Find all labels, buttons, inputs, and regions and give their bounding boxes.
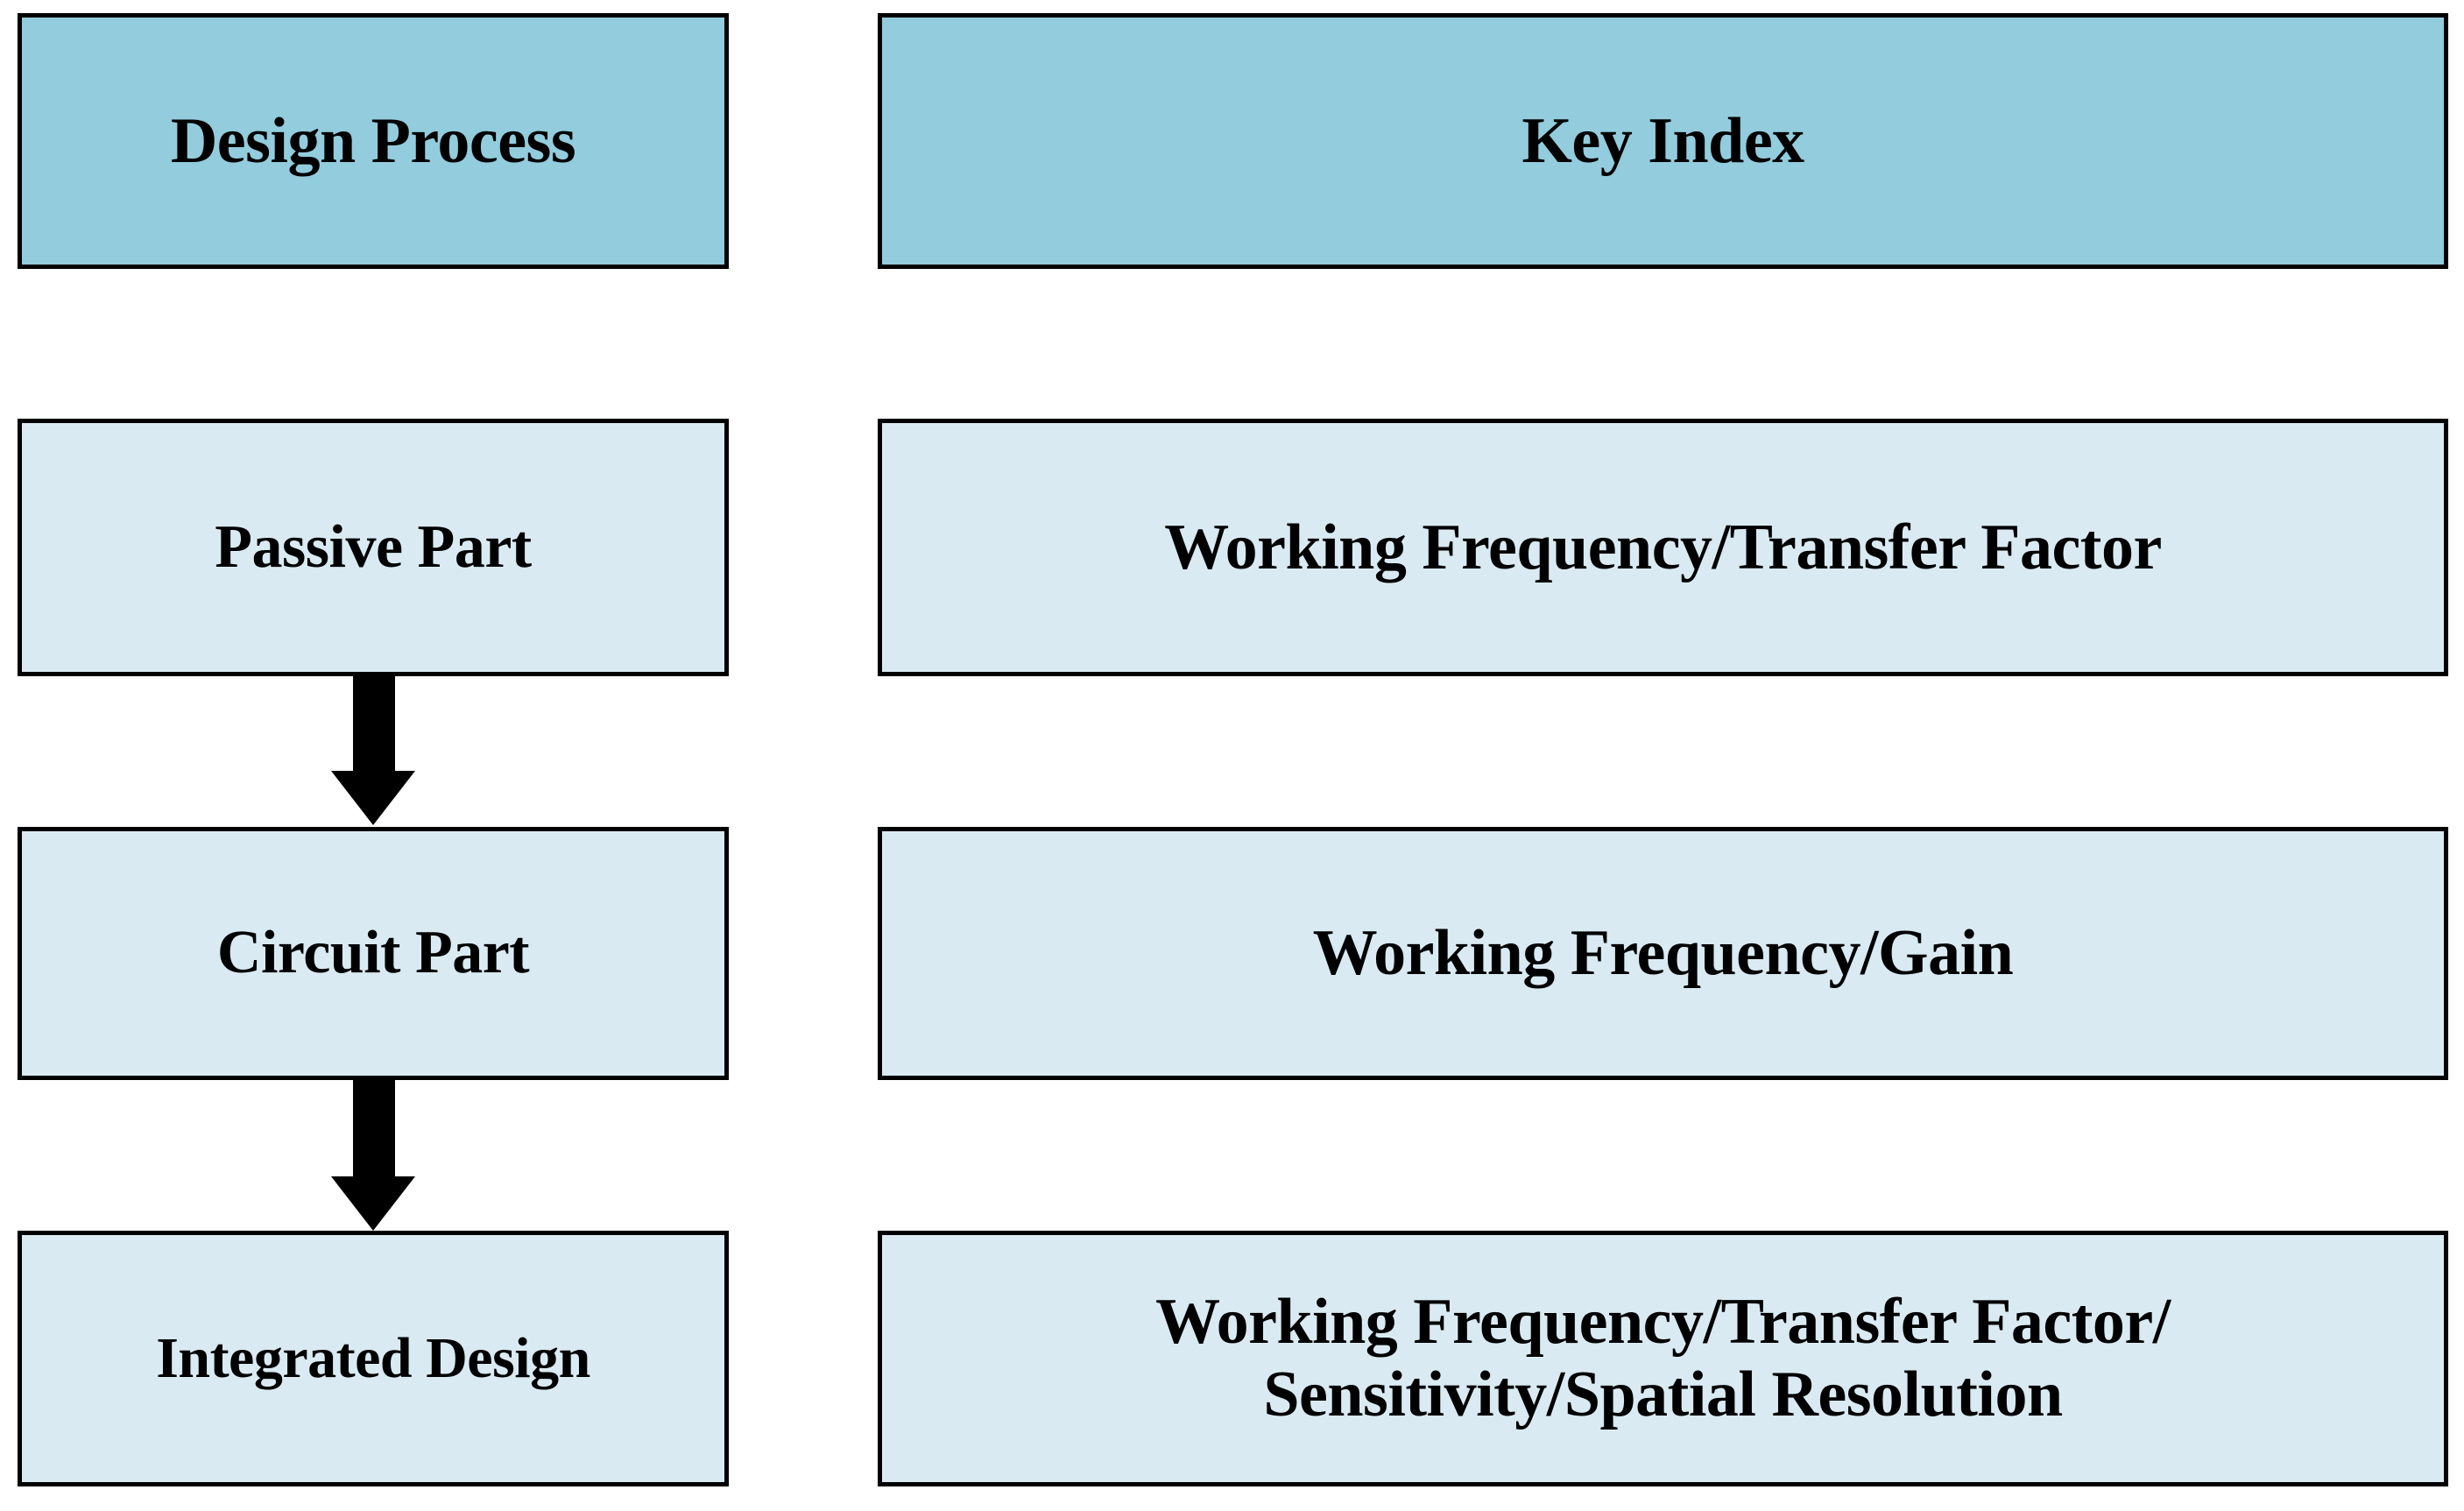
index-box-circuit-part-label: Working Frequency/Gain — [1312, 917, 2014, 990]
arrow-circuit-to-integrated-icon — [331, 1080, 416, 1231]
index-box-integrated-design: Working Frequency/Transfer Factor/ Sensi… — [878, 1231, 2448, 1486]
index-box-passive-part-label: Working Frequency/Transfer Factor — [1164, 511, 2162, 583]
arrow-head — [331, 1176, 415, 1231]
process-box-circuit-part: Circuit Part — [18, 827, 729, 1080]
arrow-stem — [353, 1080, 395, 1176]
index-box-integrated-design-label: Working Frequency/Transfer Factor/ Sensi… — [1155, 1286, 2171, 1430]
header-design-process: Design Process — [18, 13, 729, 269]
process-box-integrated-design-label: Integrated Design — [156, 1326, 590, 1391]
index-box-circuit-part: Working Frequency/Gain — [878, 827, 2448, 1080]
process-box-integrated-design: Integrated Design — [18, 1231, 729, 1486]
header-key-index: Key Index — [878, 13, 2448, 269]
arrow-head — [331, 771, 415, 825]
arrow-stem — [353, 676, 395, 771]
arrow-passive-to-circuit-icon — [331, 676, 416, 1232]
header-key-index-label: Key Index — [1521, 104, 1804, 177]
index-box-passive-part: Working Frequency/Transfer Factor — [878, 419, 2448, 676]
process-box-circuit-part-label: Circuit Part — [216, 919, 530, 987]
process-box-passive-part-label: Passive Part — [215, 512, 532, 581]
header-design-process-label: Design Process — [170, 104, 576, 177]
process-box-passive-part: Passive Part — [18, 419, 729, 676]
